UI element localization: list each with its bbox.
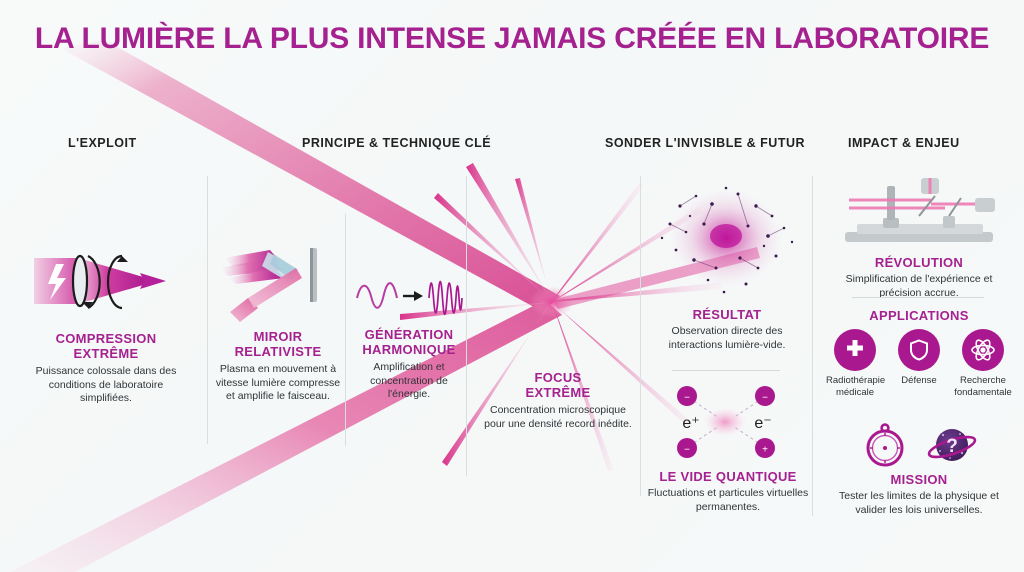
card-resultat-body: Observation directe des interactions lum… [668, 325, 786, 352]
compass-icon [866, 423, 904, 467]
lightning-cone-icon [34, 254, 166, 310]
card-compression: COMPRESSION EXTRÊME Puissance colossale … [16, 236, 196, 406]
card-focus-heading-l1: FOCUS [534, 370, 582, 385]
application-label-defense: Défense [901, 375, 937, 387]
divider-resultat-vide [672, 370, 780, 371]
divider-focus-sonder [640, 176, 641, 496]
card-harmonique-heading-l1: GÉNÉRATION [364, 327, 454, 342]
planet-question-mark: ? [946, 436, 958, 457]
medical-cross-icon [847, 340, 863, 357]
svg-text:−: − [762, 393, 768, 404]
card-revolution-heading: RÉVOLUTION [874, 255, 964, 270]
section-header-impact: IMPACT & ENJEU [848, 136, 960, 150]
card-miroir-heading-l1: MIROIR [253, 329, 303, 344]
divider-miroir-harmonique [345, 214, 346, 446]
application-label-recherche: Recherche fondamentale [954, 375, 1012, 399]
card-mission: ? MISSION Tester les limites de la physi… [826, 420, 1012, 518]
card-focus-heading: FOCUS EXTRÊME [484, 370, 632, 401]
card-harmonique-heading-l2: HARMONIQUE [362, 342, 456, 358]
card-revolution-body: Simplification de l'expérience et précis… [845, 273, 993, 300]
card-vide-quantique: − − − + e⁺ e⁻ LE VIDE QUANTIQUE Fluctuat… [640, 382, 816, 515]
planet-question-icon: ? [927, 429, 977, 461]
divider-exploit-principe [207, 176, 208, 444]
atom-icon [971, 339, 995, 361]
atom-icon-wrap [962, 329, 1004, 372]
page-title: LA LUMIÈRE LA PLUS INTENSE JAMAIS CRÉÉE … [34, 22, 990, 55]
card-harmonique-body: Amplification et concentration de l'éner… [370, 360, 448, 401]
svg-text:e⁻: e⁻ [754, 415, 771, 432]
card-compression-body: Puissance colossale dans des conditions … [35, 364, 177, 405]
plasma-mirror-icon [220, 248, 317, 322]
svg-text:e⁺: e⁺ [682, 415, 699, 432]
waveform-conversion-icon [356, 280, 463, 316]
shield-icon [910, 339, 928, 361]
application-item-defense[interactable]: Défense [890, 329, 948, 399]
card-mission-body: Tester les limites de la physique et val… [839, 490, 999, 517]
divider-revolution-applications [852, 297, 984, 298]
card-compression-heading-l1: COMPRESSION [55, 331, 157, 346]
card-miroir-heading-l2: RELATIVISTE [234, 344, 322, 360]
optical-bench-icon [845, 178, 995, 242]
svg-text:−: − [684, 393, 690, 404]
svg-text:+: + [762, 445, 768, 456]
card-harmonique: GÉNÉRATION HARMONIQUE Amplification et c… [350, 268, 468, 402]
card-compression-heading-l2: EXTRÊME [73, 346, 139, 362]
particle-pair-icon: − − − + e⁺ e⁻ [677, 386, 775, 458]
medical-cross-icon-wrap [834, 329, 876, 372]
card-compression-heading: COMPRESSION EXTRÊME [16, 331, 196, 362]
card-resultat: RÉSULTAT Observation directe des interac… [648, 180, 806, 353]
card-focus: FOCUS EXTRÊME Concentration microscopiqu… [484, 370, 632, 431]
application-item-radiotherapie[interactable]: Radiothérapie médicale [826, 329, 886, 399]
card-focus-heading-l2: EXTRÊME [525, 385, 591, 401]
divider-harmonique-focus [466, 176, 467, 476]
card-focus-body: Concentration microscopique pour une den… [484, 403, 632, 430]
card-miroir: MIROIR RELATIVISTE Plasma en mouvement à… [213, 238, 343, 404]
card-harmonique-heading: GÉNÉRATION HARMONIQUE [350, 327, 468, 358]
card-mission-heading: MISSION [890, 472, 948, 487]
plasma-burst-icon [660, 186, 794, 294]
section-header-principe: PRINCIPE & TECHNIQUE CLÉ [302, 136, 492, 150]
card-vide-heading: LE VIDE QUANTIQUE [659, 469, 797, 484]
card-revolution: RÉVOLUTION Simplification de l'expérienc… [826, 172, 1012, 301]
application-item-recherche[interactable]: Recherche fondamentale [954, 329, 1012, 399]
card-miroir-heading: MIROIR RELATIVISTE [213, 329, 343, 360]
card-miroir-body: Plasma en mouvement à vitesse lumière co… [215, 362, 341, 403]
applications-icons-row: Radiothérapie médicale Défense [826, 329, 1012, 399]
divider-sonder-impact [812, 176, 813, 516]
card-resultat-heading: RÉSULTAT [692, 307, 762, 322]
mission-icons-row: ? [826, 420, 1012, 470]
card-applications-heading: APPLICATIONS [869, 308, 969, 323]
shield-icon-wrap [898, 329, 940, 372]
card-vide-body: Fluctuations et particules virtuelles pe… [647, 487, 809, 514]
section-header-sonder: SONDER L'INVISIBLE & FUTUR [605, 136, 806, 150]
section-header-exploit: L'EXPLOIT [68, 136, 137, 150]
card-applications: APPLICATIONS Radiothérapie médicale [826, 308, 1012, 399]
application-label-radiotherapie: Radiothérapie médicale [826, 375, 886, 399]
svg-text:−: − [684, 445, 690, 456]
